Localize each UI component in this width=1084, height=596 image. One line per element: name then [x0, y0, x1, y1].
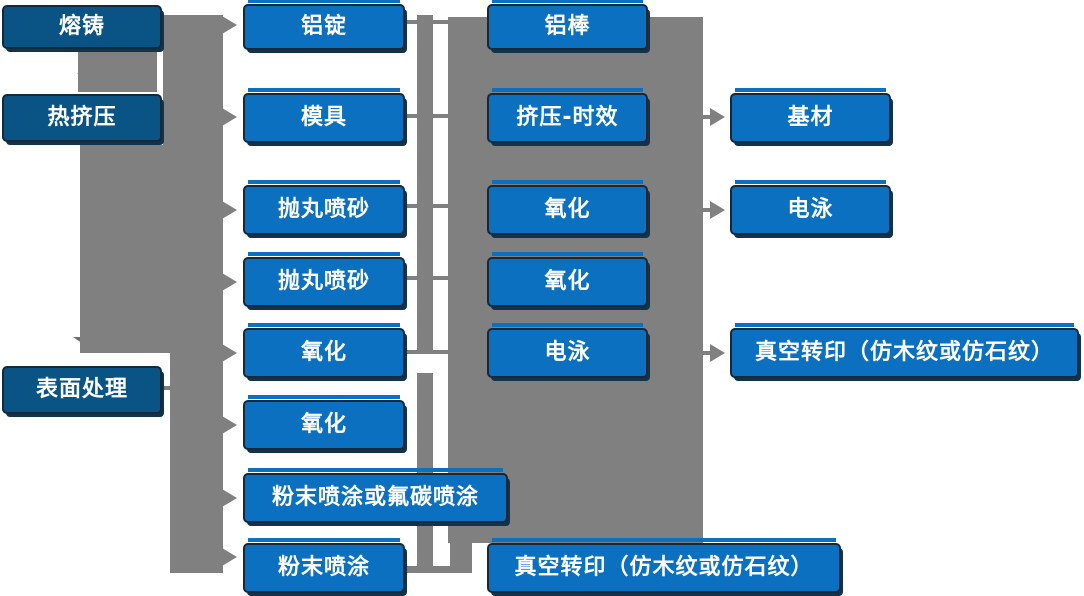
connector-bar-mid-upper: [417, 15, 433, 353]
arrow-right-row6-icon: [222, 416, 237, 434]
node-oxidation-2: 氧化: [243, 395, 405, 450]
connector-foot-bottom: [405, 566, 472, 573]
arrow-right-electrophoresis-icon: [710, 201, 725, 219]
connector-stub-surface-treatment: [160, 386, 175, 390]
arrow-stem-electrophoresis: [703, 208, 712, 212]
node-mold: 模具: [243, 88, 405, 143]
connector-stub-row3: [405, 204, 448, 208]
node-oxidation-4: 氧化: [487, 252, 648, 307]
node-melting-casting: 熔铸: [2, 5, 162, 49]
node-aluminum-rod: 铝棒: [487, 0, 648, 50]
node-surface-treatment: 表面处理: [2, 366, 162, 414]
arrow-right-row4-icon: [222, 273, 237, 291]
node-electrophoresis-2: 电泳: [730, 180, 891, 235]
node-powder-or-fluorocarbon: 粉末喷涂或氟碳喷涂: [243, 468, 508, 523]
connector-band-right-lower: [170, 350, 223, 573]
node-base-material: 基材: [730, 88, 891, 143]
connector-stub-row1: [405, 20, 448, 24]
node-extrusion-aging: 挤压-时效: [487, 88, 648, 143]
node-shot-blasting-1: 抛丸喷砂: [243, 180, 405, 235]
connector-stub-row4: [405, 276, 448, 280]
arrow-right-base-material-icon: [710, 108, 725, 126]
arrow-right-row1-icon: [222, 16, 237, 34]
connector-stub-row2: [405, 114, 448, 118]
node-powder-coating: 粉末喷涂: [243, 538, 405, 593]
node-shot-blasting-2: 抛丸喷砂: [243, 252, 405, 307]
arrow-stem-base-material: [703, 115, 712, 119]
node-vacuum-transfer-bottom: 真空转印（仿木纹或仿石纹）: [487, 538, 841, 593]
arrow-right-row8-icon: [222, 548, 237, 566]
node-electrophoresis-1: 电泳: [487, 323, 648, 378]
node-aluminum-ingot: 铝锭: [243, 0, 405, 50]
connector-band-merged-mid: [80, 145, 223, 353]
connector-stub-row5: [405, 350, 448, 354]
node-hot-extrusion: 热挤压: [2, 94, 162, 142]
arrow-right-vacuum-transfer-icon: [710, 344, 725, 362]
connector-elbow-vertical: [450, 527, 472, 573]
arrow-right-row2-icon: [222, 108, 237, 126]
arrow-right-row5-icon: [222, 344, 237, 362]
arrow-stem-vacuum-transfer: [703, 351, 712, 355]
arrow-right-row3-icon: [222, 201, 237, 219]
arrow-right-row7-icon: [222, 489, 237, 507]
node-oxidation-3: 氧化: [487, 180, 648, 235]
node-oxidation-1: 氧化: [243, 323, 405, 378]
node-vacuum-transfer-right: 真空转印（仿木纹或仿石纹）: [730, 323, 1079, 378]
